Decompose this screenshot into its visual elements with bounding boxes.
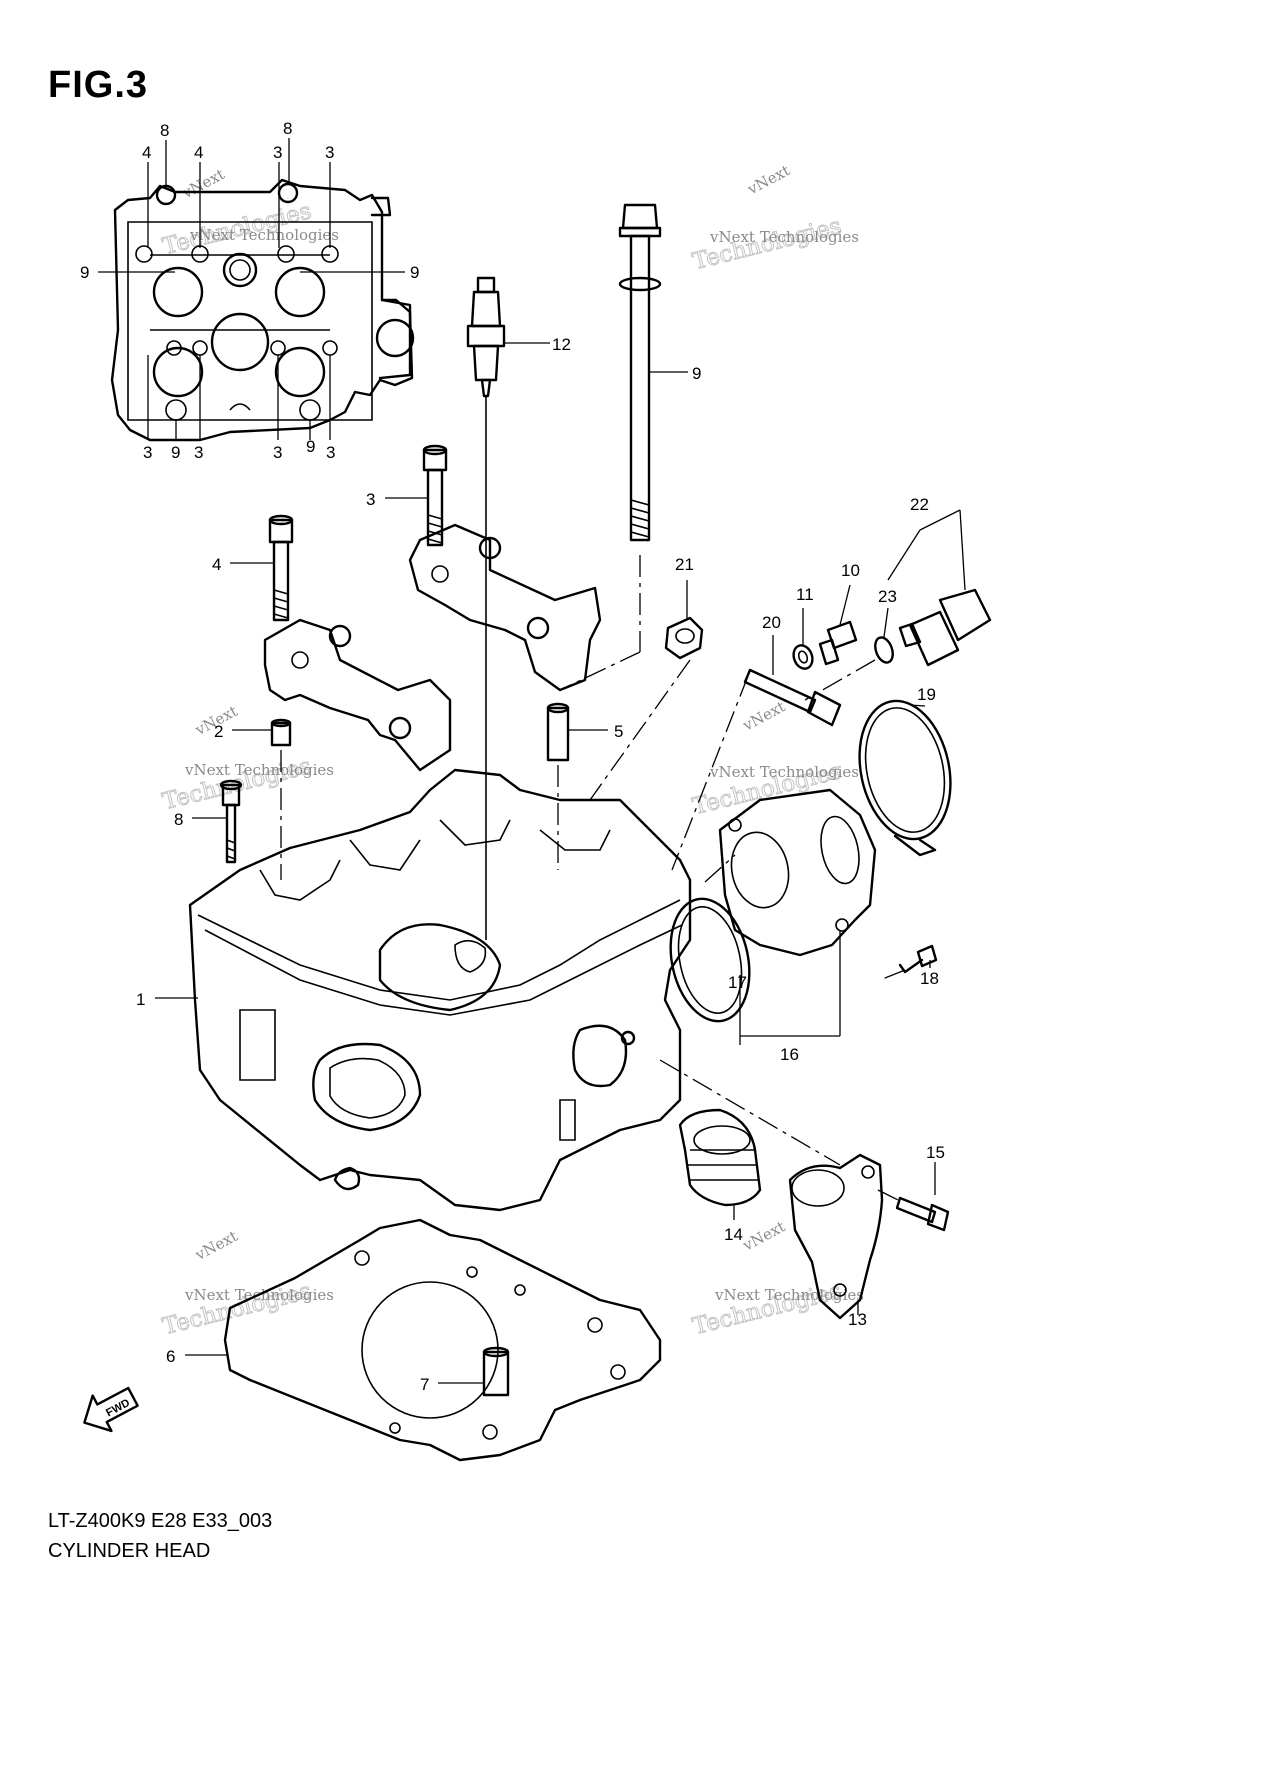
callout-9: 9	[692, 364, 701, 383]
cylinder-head-top-view	[110, 178, 415, 442]
temperature-sensor	[898, 588, 992, 667]
callout-19: 19	[917, 685, 936, 704]
svg-text:vNext Technologies: vNext Technologies	[189, 226, 339, 244]
callout-3: 3	[366, 490, 375, 509]
bolt-20	[671, 668, 842, 871]
bolt-8	[219, 779, 243, 864]
svg-text:vNext: vNext	[178, 165, 227, 202]
svg-text:vNext Technologies: vNext Technologies	[709, 763, 859, 781]
model-code: LT-Z400K9 E28 E33_003	[48, 1510, 273, 1532]
callout-9: 9	[80, 263, 89, 282]
cylinder-stud-bolt	[559, 203, 662, 691]
callout-1: 1	[136, 990, 145, 1009]
bolt-3	[422, 444, 448, 547]
figure-caption: CYLINDER HEAD	[48, 1540, 211, 1562]
camshaft-cap-left	[263, 618, 452, 772]
callout-23: 23	[878, 587, 897, 606]
callout-4: 4	[194, 143, 203, 162]
callout-9: 9	[410, 263, 419, 282]
svg-text:vNext: vNext	[744, 161, 793, 198]
leader-lines	[98, 138, 966, 1384]
callout-16: 16	[780, 1045, 799, 1064]
fwd-arrow-icon: FWD	[83, 1386, 139, 1433]
svg-text:vNext: vNext	[739, 1217, 788, 1254]
callout-3: 3	[143, 443, 152, 462]
watermark-top-right: Technologies vNext vNext Technologies	[690, 161, 860, 275]
thermostat	[678, 1108, 762, 1207]
callout-5: 5	[614, 722, 623, 741]
watermark-bottom-right: Technologies vNext vNext Technologies	[690, 1217, 865, 1340]
bolt-15	[877, 1189, 950, 1232]
callout-12: 12	[552, 335, 571, 354]
cylinder-head	[188, 768, 692, 1212]
callout-8: 8	[160, 121, 169, 140]
hose-clamp	[858, 699, 952, 857]
callout-15: 15	[926, 1143, 945, 1162]
guide-bushing-5	[546, 702, 570, 870]
callout-6: 6	[166, 1347, 175, 1366]
callout-20: 20	[762, 613, 781, 632]
plug-10	[818, 620, 858, 666]
bolt-4	[268, 514, 294, 622]
callout-22: 22	[910, 495, 929, 514]
callout-3: 3	[273, 443, 282, 462]
figure-title: FIG.3	[48, 64, 149, 106]
callout-3: 3	[194, 443, 203, 462]
spark-plug	[466, 276, 506, 940]
watermark-bottom-left: Technologies vNext vNext Technologies	[160, 1227, 335, 1341]
callout-9: 9	[306, 437, 315, 456]
svg-text:vNext: vNext	[739, 697, 788, 734]
nut-21	[589, 616, 704, 801]
callout-4: 4	[142, 143, 151, 162]
callout-3: 3	[326, 443, 335, 462]
callout-17: 17	[728, 973, 747, 992]
watermark-mid-left: Technologies vNext vNext Technologies	[160, 702, 335, 816]
callout-4: 4	[212, 555, 221, 574]
callout-18: 18	[920, 969, 939, 988]
svg-text:vNext: vNext	[191, 1227, 240, 1264]
svg-text:vNext Technologies: vNext Technologies	[714, 1286, 864, 1304]
thermostat-cover	[659, 1059, 884, 1320]
callout-3: 3	[325, 143, 334, 162]
callout-3: 3	[273, 143, 282, 162]
callout-labels: 8 8 4 4 3 3 9 9 3 9 3 3 9 3 12 9 3 4 2 5…	[80, 119, 945, 1394]
svg-text:vNext Technologies: vNext Technologies	[709, 228, 859, 246]
cylinder-head-gasket	[223, 1218, 662, 1462]
sensor-axis-line	[804, 659, 876, 701]
callout-7: 7	[420, 1375, 429, 1394]
gasket-23	[874, 636, 894, 664]
dowel-pin-7	[482, 1346, 510, 1397]
callout-11: 11	[796, 585, 814, 604]
watermark-top-left: Technologies vNext vNext Technologies	[160, 165, 340, 261]
washer-11	[792, 644, 814, 670]
callout-13: 13	[848, 1310, 867, 1329]
bolt-18	[879, 944, 938, 981]
intake-pipe-assembly	[669, 788, 877, 1023]
camshaft-cap-right	[408, 523, 602, 692]
watermark-group: Technologies vNext vNext Technologies Te…	[160, 161, 865, 1341]
callout-21: 21	[675, 555, 694, 574]
callout-8: 8	[174, 810, 183, 829]
svg-text:vNext Technologies: vNext Technologies	[184, 761, 334, 779]
callout-9: 9	[171, 443, 180, 462]
callout-2: 2	[214, 722, 223, 741]
callout-14: 14	[724, 1225, 743, 1244]
callout-10: 10	[841, 561, 860, 580]
callout-8: 8	[283, 119, 292, 138]
dowel-pin-2	[270, 718, 292, 880]
